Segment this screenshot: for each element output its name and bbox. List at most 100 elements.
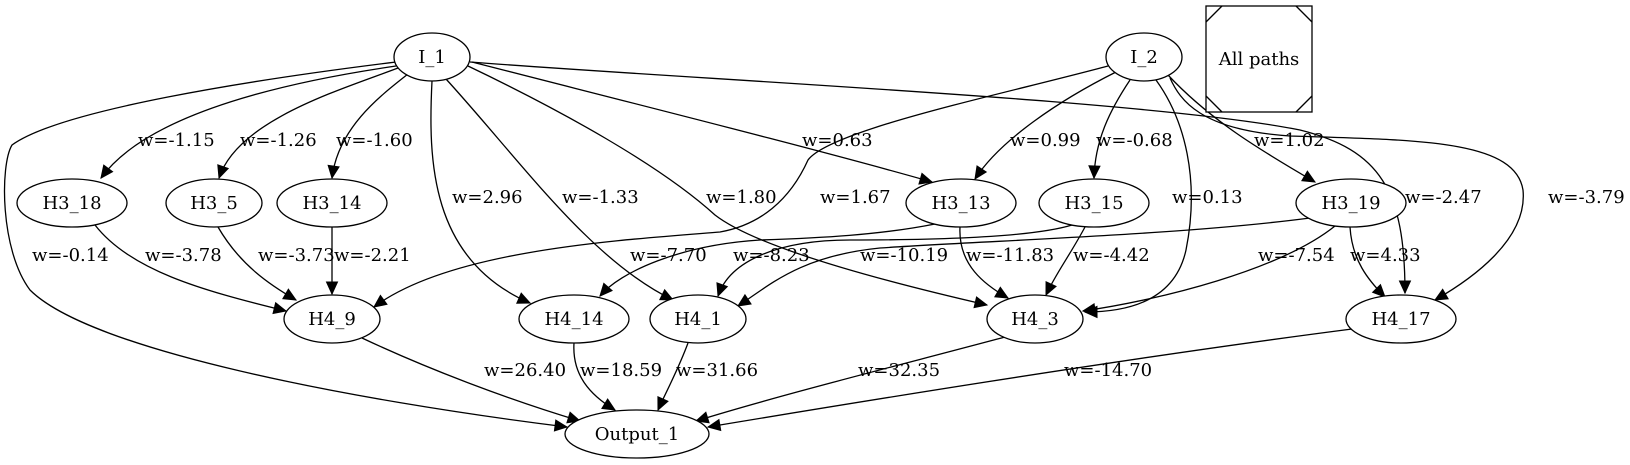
arrowhead-icon — [716, 282, 729, 298]
legend-box: All paths — [1205, 5, 1313, 113]
edge-weight-label: w=26.40 — [484, 360, 566, 381]
edge-weight-label: w=-14.70 — [1064, 360, 1152, 381]
edge-line — [430, 80, 531, 304]
edge-h3-19-to-h4-17: w=4.33 — [1349, 226, 1421, 298]
edge-weight-label: w=-0.68 — [1096, 130, 1173, 151]
edge-weight-label: w=-10.19 — [860, 245, 948, 266]
edge-weight-label: w=1.80 — [706, 187, 777, 208]
arrowhead-icon — [1433, 288, 1449, 301]
edge-h3-15-to-h4-3: w=-4.42 — [1045, 226, 1150, 297]
arrowhead-icon — [694, 411, 710, 424]
edge-i-2-to-h3-13: w=0.99 — [974, 71, 1117, 181]
edge-i-2-to-h3-15: w=-0.68 — [1088, 79, 1173, 180]
edge-weight-label: w=-2.47 — [1405, 187, 1482, 208]
edge-line — [471, 61, 933, 183]
arrowhead-icon — [1088, 165, 1101, 180]
edge-weight-label: w=31.66 — [676, 360, 758, 381]
edge-i-2-to-h4-9: w=1.67 — [373, 65, 1109, 308]
node-label: Output_1 — [595, 424, 679, 445]
edge-line — [599, 223, 936, 297]
node-h3-19: H3_19 — [1295, 178, 1407, 228]
edge-weight-label: w=4.33 — [1350, 245, 1421, 266]
arrowhead-icon — [601, 398, 617, 411]
edge-line — [1167, 74, 1316, 183]
edge-i-2-to-h3-19: w=1.02 — [1167, 74, 1325, 183]
node-ellipse — [518, 294, 630, 344]
node-h4-9: H4_9 — [283, 294, 381, 344]
node-ellipse — [16, 178, 128, 228]
arrowhead-icon — [272, 301, 288, 315]
node-label: H3_14 — [302, 193, 361, 214]
node-label: H3_19 — [1321, 193, 1380, 214]
edge-line — [373, 65, 1109, 308]
edge-weight-label: w=18.59 — [580, 360, 662, 381]
edge-i-1-to-h3-14: w=-1.60 — [327, 73, 413, 180]
node-i-1: I_1 — [393, 32, 471, 82]
edge-h4-1-to-output-1: w=31.66 — [657, 342, 758, 412]
node-ellipse — [1038, 178, 1150, 228]
legend-corner-tr — [1295, 5, 1313, 23]
arrowhead-icon — [282, 288, 298, 301]
edge-weight-label: w=-3.78 — [145, 245, 222, 266]
arrowhead-icon — [974, 165, 988, 181]
edge-line — [100, 65, 397, 179]
edge-i-1-to-h3-18: w=-1.15 — [100, 65, 397, 179]
node-ellipse — [986, 294, 1084, 344]
edge-weight-label: w=1.67 — [820, 187, 891, 208]
arrowhead-icon — [553, 419, 569, 432]
legend-label: All paths — [1218, 49, 1300, 70]
edge-weight-label: w=0.13 — [1172, 187, 1243, 208]
node-h3-13: H3_13 — [905, 178, 1017, 228]
node-label: H3_15 — [1064, 193, 1123, 214]
edge-h3-18-to-h4-9: w=-3.78 — [94, 224, 288, 315]
edge-line — [445, 78, 674, 301]
edge-line — [695, 336, 1006, 422]
edge-line — [1093, 79, 1131, 179]
edge-h4-3-to-output-1: w=32.35 — [694, 336, 1006, 424]
edge-line — [707, 328, 1353, 428]
node-ellipse — [649, 294, 747, 344]
edge-weight-label: w=-2.21 — [334, 245, 411, 266]
edge-i-1-to-h4-14: w=2.96 — [430, 80, 532, 304]
arrowhead-icon — [1081, 302, 1097, 316]
arrowhead-icon — [994, 286, 1010, 299]
node-label: H4_17 — [1371, 309, 1430, 330]
node-ellipse — [276, 178, 388, 228]
edge-line — [737, 217, 1311, 307]
node-h3-18: H3_18 — [16, 178, 128, 228]
arrowhead-icon — [325, 281, 339, 296]
edge-weight-label: w=-1.15 — [138, 130, 215, 151]
edge-i-1-to-output-1: w=-0.14 — [3, 61, 569, 432]
arrowhead-icon — [1045, 281, 1057, 297]
edge-line — [1084, 79, 1192, 313]
edge-weight-label: w=-4.42 — [1073, 245, 1150, 266]
node-label: H3_13 — [931, 193, 990, 214]
legend-frame — [1205, 5, 1313, 113]
edge-weight-label: w=-1.60 — [336, 130, 413, 151]
edge-i-2-to-h4-17: w=-3.79 — [1169, 77, 1625, 301]
legend-corner-tl — [1205, 5, 1223, 23]
node-label: I_2 — [1130, 47, 1158, 68]
edge-i-1-to-h4-1: w=-1.33 — [445, 78, 675, 301]
arrowhead-icon — [1398, 280, 1412, 295]
node-h4-17: H4_17 — [1345, 294, 1457, 344]
edge-weight-label: w=-0.14 — [32, 245, 109, 266]
edge-line — [361, 337, 581, 422]
node-h4-14: H4_14 — [518, 294, 630, 344]
edge-line — [717, 224, 1073, 297]
node-h4-1: H4_1 — [649, 294, 747, 344]
edge-h4-9-to-output-1: w=26.40 — [361, 337, 582, 424]
edge-weight-label: w=0.99 — [1010, 130, 1081, 151]
node-ellipse — [1345, 294, 1457, 344]
node-h4-3: H4_3 — [986, 294, 1084, 344]
node-label: H4_3 — [1011, 309, 1059, 330]
node-label: H4_9 — [308, 309, 356, 330]
legend-corner-br — [1295, 95, 1313, 113]
arrowhead-icon — [373, 294, 388, 308]
edge-weight-label: w=32.35 — [858, 360, 940, 381]
edge-weight-label: w=2.96 — [452, 187, 523, 208]
edge-line — [1169, 77, 1524, 301]
